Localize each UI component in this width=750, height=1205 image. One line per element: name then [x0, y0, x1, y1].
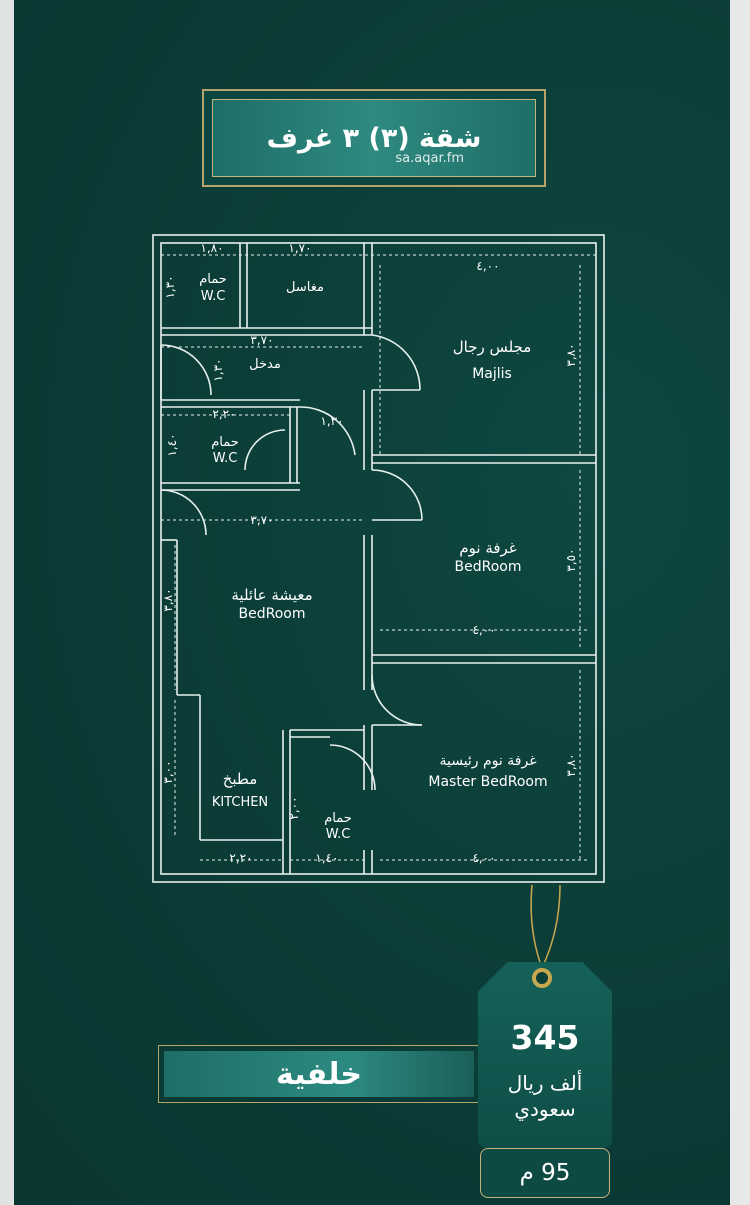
dim-kitchen-height: ٣,٠٠ — [161, 760, 175, 783]
dim-majlis-height: ٣,٨٠ — [564, 343, 578, 366]
price-value: 345 — [510, 1018, 580, 1057]
dim-bedroom-width: ٤,٠٠ — [472, 623, 495, 637]
kitchen-label-en: KITCHEN — [212, 795, 268, 810]
wc1-label-ar: حمام — [199, 272, 227, 287]
outer-wall — [152, 234, 605, 883]
dim-majlis-width: ٤,٠٠ — [476, 259, 499, 273]
dim-entrance-width: ٣,٧٠ — [250, 333, 273, 347]
dim-master-width: ٤,٠٠ — [472, 851, 495, 865]
living-label-ar: معيشة عائلية — [231, 586, 312, 604]
entrance-label: مدخل — [249, 357, 281, 372]
living-label-en: BedRoom — [239, 606, 306, 622]
watermark: sa.aqar.fm — [395, 151, 464, 166]
majlis-label-ar: مجلس رجال — [453, 338, 532, 356]
price-currency: ألف ريال سعودي — [507, 1071, 583, 1121]
wc2-label-ar: حمام — [211, 435, 239, 450]
price-tag — [478, 962, 612, 1148]
dim-living-width: ٣,٧٠ — [250, 513, 273, 527]
location-banner: خلفية — [158, 1045, 480, 1103]
title-banner-inner: شقة (٣) ٣ غرف — [212, 99, 536, 177]
dim-bedroom-height: ٣,٥٠ — [564, 548, 578, 571]
master-label-en: Master BedRoom — [428, 774, 547, 790]
tag-ring — [532, 968, 552, 988]
bedroom-label-en: BedRoom — [455, 559, 522, 575]
dim-wc2-height: ١,٤٠ — [165, 433, 179, 456]
dim-wc3-height: ٢,٠٠ — [287, 796, 301, 819]
dim-wc1-width: ١,٨٠ — [200, 241, 223, 255]
area-value: 95 م — [519, 1160, 571, 1186]
dim-door-width: ١,٣٠ — [320, 414, 343, 428]
left-frame — [0, 0, 14, 1205]
tag-string — [530, 884, 543, 969]
location-banner-inner: خلفية — [164, 1051, 474, 1097]
dim-wc2-width: ٢,٢٠ — [212, 407, 235, 421]
dim-wc3-width: ١,٤٠ — [315, 851, 338, 865]
bedroom-label-ar: غرفة نوم — [459, 539, 516, 557]
dim-master-height: ٣,٨٠ — [564, 753, 578, 776]
master-label-ar: غرفة نوم رئيسية — [439, 753, 536, 769]
title-banner: شقة (٣) ٣ غرف sa.aqar.fm — [202, 89, 546, 187]
dim-living-height: ٣,٨٠ — [161, 588, 175, 611]
dim-sinks-width: ١,٧٠ — [288, 241, 311, 255]
kitchen-label-ar: مطبخ — [223, 770, 258, 788]
wc2-label-en: W.C — [213, 451, 238, 466]
page-title: شقة (٣) ٣ غرف — [266, 122, 482, 154]
dim-kitchen-width: ٢,٢٠ — [229, 851, 252, 865]
wc3-label-ar: حمام — [324, 811, 352, 826]
right-frame — [730, 0, 750, 1205]
sinks-label: مغاسل — [286, 280, 324, 295]
dim-wc1-height: ١,٣٠ — [163, 275, 177, 298]
location-label: خلفية — [276, 1056, 362, 1092]
wc1-label-en: W.C — [201, 289, 226, 304]
area-badge: 95 م — [480, 1148, 610, 1198]
dim-entrance-height: ١,٣٠ — [211, 358, 225, 381]
wc3-label-en: W.C — [326, 827, 351, 842]
majlis-label-en: Majlis — [472, 366, 512, 382]
